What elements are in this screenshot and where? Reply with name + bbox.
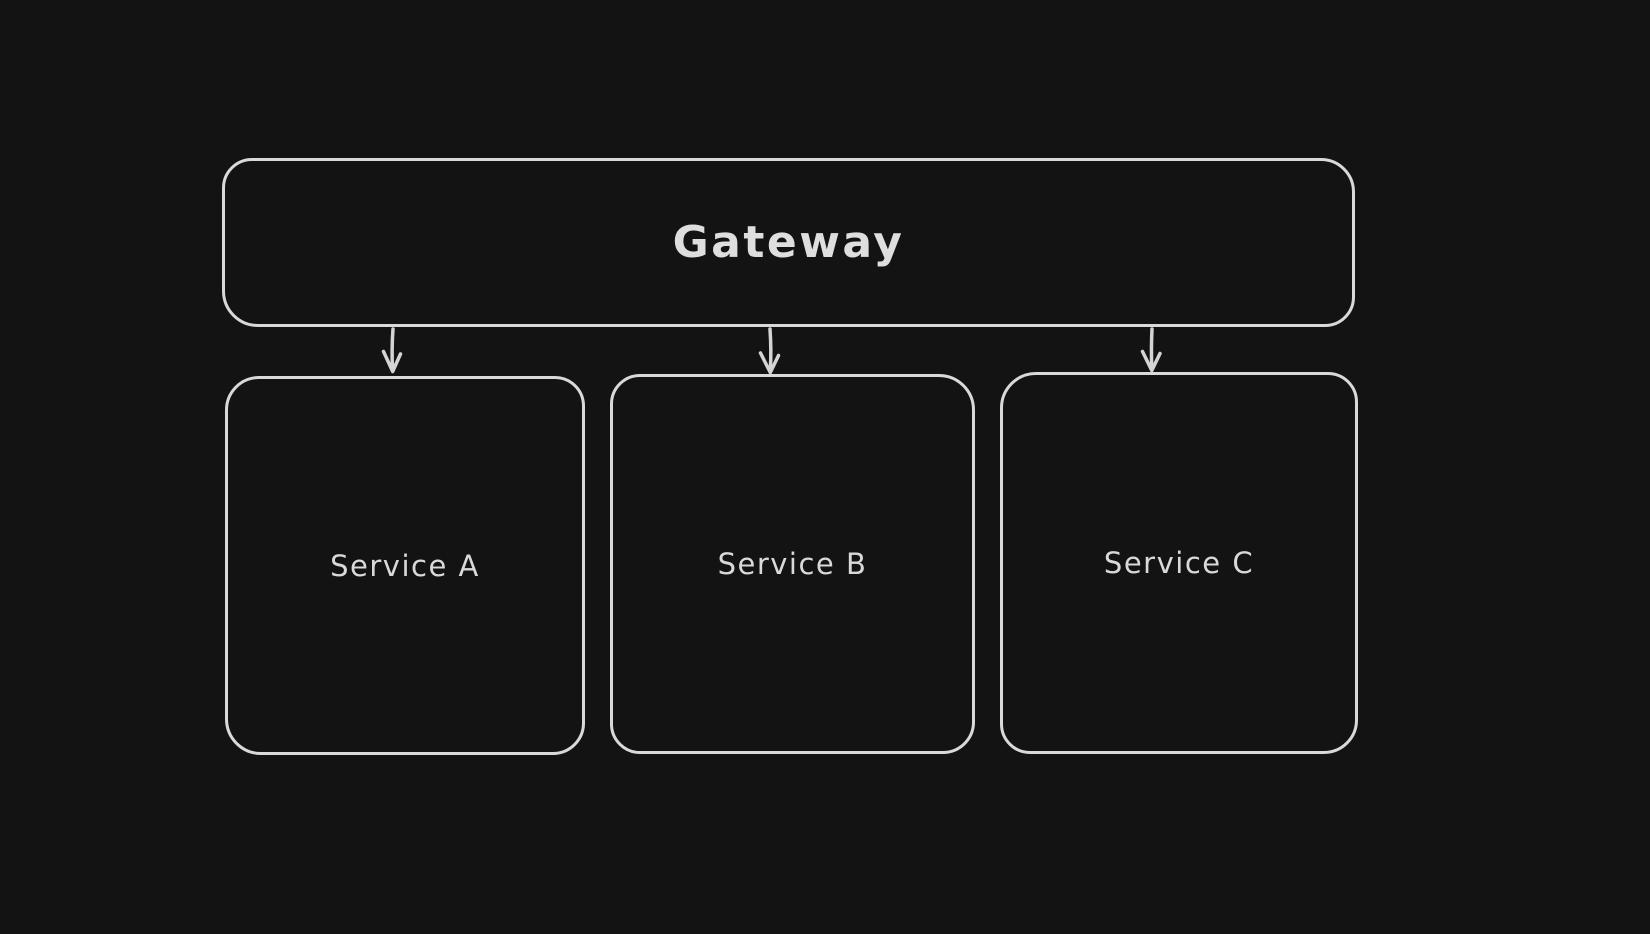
arrow-gateway-to-service-c-icon[interactable] [1140,327,1162,373]
arrow-gateway-to-service-a-icon[interactable] [381,327,403,374]
node-service-b-label: Service B [717,547,868,581]
arrow-gateway-to-service-b-icon[interactable] [758,327,781,375]
node-service-c[interactable]: Service C [1000,372,1358,754]
node-gateway[interactable]: Gateway [222,158,1355,327]
node-service-b[interactable]: Service B [610,374,975,754]
node-service-c-label: Service C [1103,546,1255,580]
node-service-a[interactable]: Service A [225,376,585,755]
node-gateway-label: Gateway [672,217,905,268]
node-service-a-label: Service A [330,548,480,583]
